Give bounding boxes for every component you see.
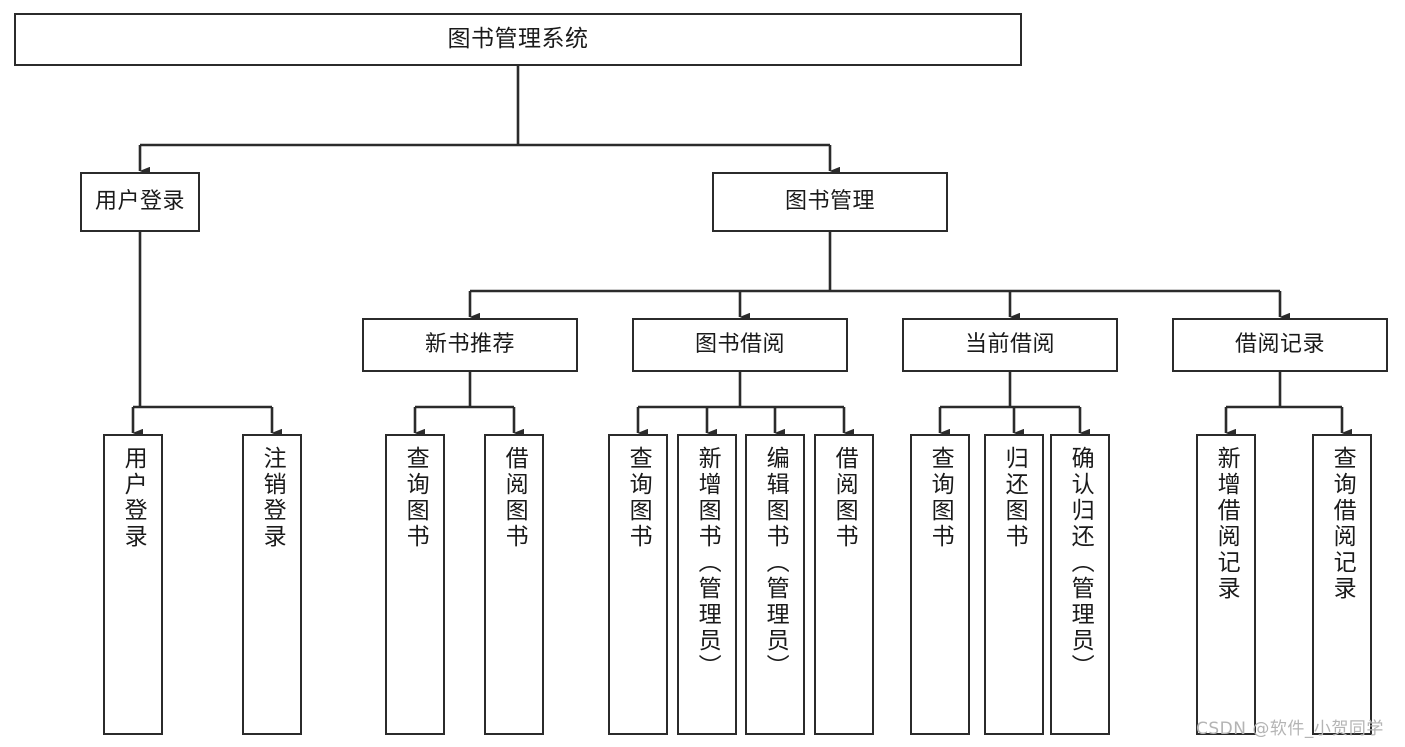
node-label-leaf-cb-query: 查询图书: [927, 446, 954, 550]
node-label-root: 图书管理系统: [447, 25, 589, 52]
node-label-leaf-user-logout: 注销登录: [259, 446, 286, 550]
node-label-leaf-rec-borrow: 借阅图书: [501, 446, 528, 550]
node-label-current-borrow: 当前借阅: [964, 332, 1055, 358]
node-label-book-manage: 图书管理: [784, 189, 875, 215]
node-label-leaf-rc-add: 新增借阅记录: [1213, 446, 1240, 602]
node-current-borrow: 当前借阅: [902, 318, 1118, 372]
node-label-leaf-br-add: 新增图书（管理员）: [694, 446, 721, 680]
node-leaf-br-borrow: 借阅图书: [814, 434, 874, 735]
node-leaf-rec-query: 查询图书: [385, 434, 445, 735]
node-label-leaf-rc-query: 查询借阅记录: [1329, 446, 1356, 602]
node-leaf-cb-confirm: 确认归还（管理员）: [1050, 434, 1110, 735]
node-label-leaf-cb-confirm: 确认归还（管理员）: [1067, 446, 1094, 680]
node-leaf-br-query: 查询图书: [608, 434, 668, 735]
node-leaf-user-login: 用户登录: [103, 434, 163, 735]
node-leaf-br-edit: 编辑图书（管理员）: [745, 434, 805, 735]
node-user-login: 用户登录: [80, 172, 200, 232]
node-label-borrow-record: 借阅记录: [1234, 332, 1325, 358]
node-label-leaf-user-login: 用户登录: [120, 446, 147, 550]
node-leaf-user-logout: 注销登录: [242, 434, 302, 735]
node-label-leaf-cb-return: 归还图书: [1001, 446, 1028, 550]
node-borrow-record: 借阅记录: [1172, 318, 1388, 372]
node-label-book-borrow: 图书借阅: [694, 332, 785, 358]
node-leaf-rec-borrow: 借阅图书: [484, 434, 544, 735]
node-leaf-cb-return: 归还图书: [984, 434, 1044, 735]
node-root: 图书管理系统: [14, 13, 1022, 66]
node-new-book-rec: 新书推荐: [362, 318, 578, 372]
node-book-borrow: 图书借阅: [632, 318, 848, 372]
node-leaf-br-add: 新增图书（管理员）: [677, 434, 737, 735]
node-label-leaf-rec-query: 查询图书: [402, 446, 429, 550]
node-leaf-rc-query: 查询借阅记录: [1312, 434, 1372, 735]
node-label-leaf-br-edit: 编辑图书（管理员）: [762, 446, 789, 680]
node-label-leaf-br-query: 查询图书: [625, 446, 652, 550]
node-leaf-rc-add: 新增借阅记录: [1196, 434, 1256, 735]
node-label-user-login: 用户登录: [94, 189, 185, 215]
node-label-new-book-rec: 新书推荐: [424, 332, 515, 358]
node-label-leaf-br-borrow: 借阅图书: [831, 446, 858, 550]
node-book-manage: 图书管理: [712, 172, 948, 232]
node-leaf-cb-query: 查询图书: [910, 434, 970, 735]
